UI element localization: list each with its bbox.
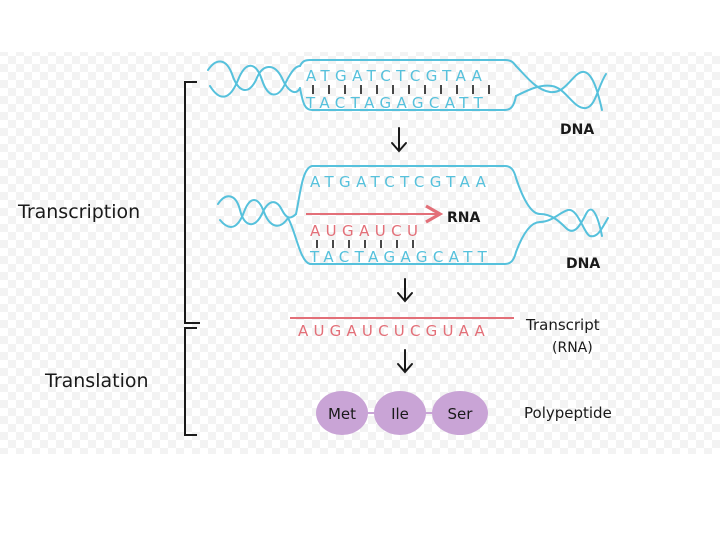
transcription-bracket — [184, 81, 200, 324]
polypeptide-label: Polypeptide — [524, 404, 612, 422]
transcript-rna-label: (RNA) — [552, 340, 593, 356]
dna-middle-coding-strand: ATGATCTCGTAA — [310, 173, 491, 191]
base-pair-ticks-top — [312, 85, 490, 94]
amino-acid-met — [316, 391, 368, 435]
down-arrow-icon — [391, 127, 407, 153]
rna-inline-label: RNA — [447, 210, 480, 226]
translation-bracket — [184, 327, 197, 436]
amino-acid-ile-label: Ile — [391, 405, 409, 423]
dna-middle-template-strand: TACTAGAGCATT — [309, 248, 492, 266]
base-pair-ticks-middle — [316, 240, 414, 248]
amino-acid-ile — [374, 391, 426, 435]
dna-label-top: DNA — [560, 122, 594, 138]
down-arrow-icon — [397, 349, 413, 374]
transcript-label: Transcript — [525, 316, 600, 334]
amino-acid-ser — [432, 391, 488, 435]
amino-acid-met-label: Met — [328, 405, 356, 423]
checkered-background — [0, 52, 720, 454]
rna-partial-strand: AUGAUCU — [310, 222, 423, 240]
dna-double-helix-top — [207, 59, 607, 111]
dna-label-middle: DNA — [566, 256, 600, 272]
mrna-transcript-sequence: AUGAUCUCGUAA — [298, 322, 490, 340]
transcription-label: Transcription — [17, 201, 140, 223]
translation-label: Translation — [44, 370, 149, 392]
dna-top-template-strand: TACTAGAGCATT — [305, 94, 488, 112]
amino-acid-ser-label: Ser — [448, 405, 474, 423]
polypeptide-chain: Met Ile Ser — [316, 391, 488, 435]
down-arrow-icon — [397, 278, 413, 303]
dna-top-coding-strand: ATGATCTCGTAA — [306, 67, 487, 85]
dna-double-helix-middle — [217, 165, 609, 265]
